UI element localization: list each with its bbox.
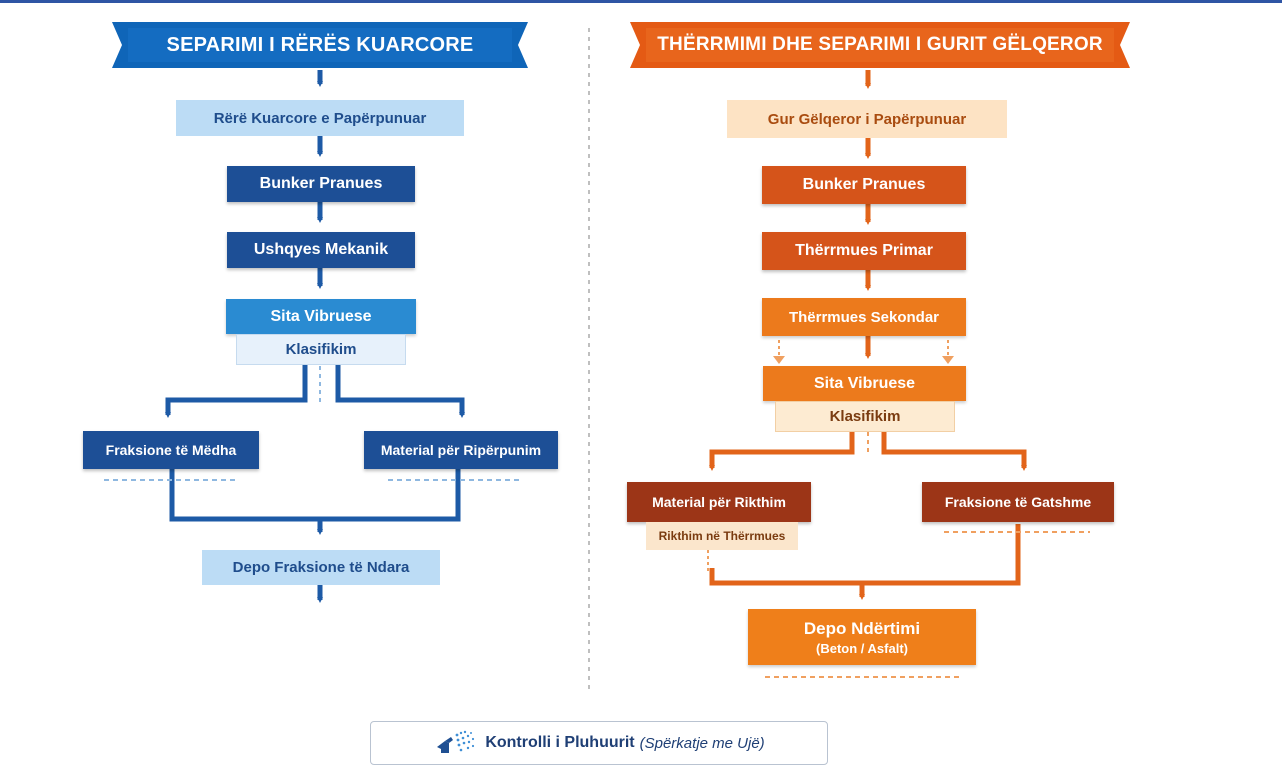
- top-rule: [0, 0, 1282, 3]
- right-ready-fractions-box: Fraksione të Gatshme: [922, 482, 1114, 522]
- left-large-fractions-box: Fraksione të Mëdha: [83, 431, 259, 469]
- left-classify-box: Klasifikim: [236, 334, 406, 365]
- right-depot-label: Depo Ndërtimi: [803, 618, 921, 638]
- right-depot-box: Depo Ndërtimi (Beton / Asfalt): [748, 609, 976, 665]
- left-feeder-box: Ushqyes Mekanik: [227, 232, 415, 268]
- right-title: THËRRMIMI DHE SEPARIMI I GURIT GËLQEROR: [657, 34, 1103, 55]
- right-return-material-box: Material për Rikthim: [627, 482, 811, 522]
- left-depot-box: Depo Fraksione të Ndara: [202, 550, 440, 585]
- right-primary-crusher-box: Thërrmues Primar: [762, 232, 966, 270]
- left-reprocess-box: Material për Ripërpunim: [364, 431, 558, 469]
- right-classify-box: Klasifikim: [775, 401, 955, 432]
- dust-control-legend: Kontrolli i Pluhuurit (Spërkatje me Ujë): [370, 721, 828, 765]
- right-bunker-box: Bunker Pranues: [762, 166, 966, 204]
- water-spray-icon: [437, 730, 475, 753]
- right-banner: [630, 22, 1130, 68]
- left-raw-input-box: Rërë Kuarcore e Papërpunuar: [176, 100, 464, 136]
- right-secondary-crusher-box: Thërrmues Sekondar: [762, 298, 966, 336]
- left-title: SEPARIMI I RËRËS KUARCORE: [166, 33, 474, 56]
- right-depot-sublabel: (Beton / Asfalt): [816, 640, 908, 656]
- dust-control-label: Kontrolli i Pluhuurit: [485, 734, 635, 751]
- left-screen-box: Sita Vibruese: [226, 299, 416, 334]
- dust-control-sublabel: (Spërkatje me Ujë): [639, 734, 765, 752]
- left-banner: [112, 22, 528, 68]
- right-raw-input-box: Gur Gëlqeror i Papërpunuar: [727, 100, 1007, 138]
- right-return-note: Rikthim në Thërrmues: [646, 522, 798, 550]
- right-screen-box: Sita Vibruese: [763, 366, 966, 401]
- left-bunker-box: Bunker Pranues: [227, 166, 415, 202]
